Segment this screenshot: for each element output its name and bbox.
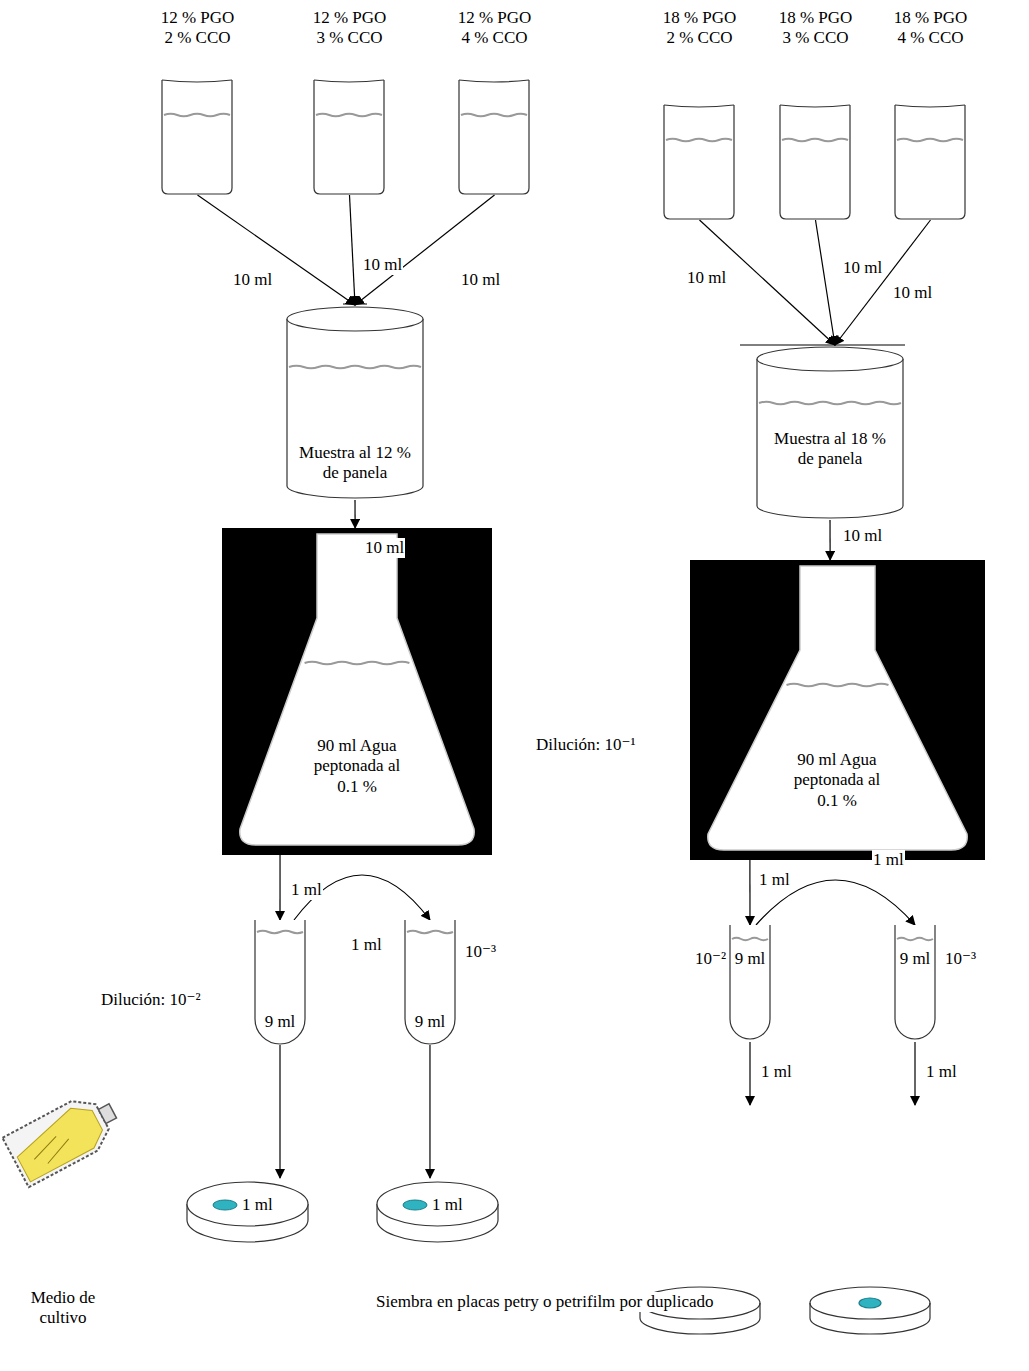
petri-dish: 1 ml [375,1178,500,1248]
node-outline [680,925,775,1040]
transfer-arrow [279,1045,280,1178]
node-text: 9 ml [255,1012,305,1032]
volume-label: 10 ml [364,538,405,558]
node-text: 18 % PGO 3 % CCO [776,8,855,49]
mixed-sample-beaker: Muestra al 12 % de panela [285,305,425,500]
node-text: 1 ml [242,1195,282,1215]
arrow [914,1042,915,1105]
node-text: 12 % PGO 4 % CCO [455,8,534,49]
dilution-tube: 9 ml 10⁻³ [890,925,990,1040]
petri-dish: 1 ml [185,1178,310,1248]
note-label: Dilución: 10⁻¹ [535,735,637,755]
node-text: 12 % PGO 3 % CCO [310,8,389,49]
node-outline [222,528,492,855]
node-text: 9 ml [895,949,935,969]
transfer-arrow [749,860,750,925]
node-outline [890,925,990,1040]
note-label: 1 ml [925,1062,958,1082]
transfer-arrow [829,520,830,560]
dilution-flask: 90 ml Agua peptonada al 0.1 % [690,560,985,860]
volume-label: 10 ml [232,270,273,290]
volume-label: 10 ml [892,283,933,303]
volume-label: 1 ml [350,935,383,955]
sample-beaker: 18 % PGO 2 % CCO [642,8,757,220]
arrow [749,1042,750,1105]
node-text: 12 % PGO 2 % CCO [158,8,237,49]
volume-label: 10 ml [686,268,727,288]
dilution-flask: 90 ml Agua peptonada al 0.1 % [222,528,492,855]
culture-medium-flask [2,1086,125,1187]
sample-beaker: 12 % PGO 2 % CCO [140,8,255,195]
node-outline [690,560,985,860]
note-label: 1 ml [760,1062,793,1082]
sample-beaker: 18 % PGO 4 % CCO [873,8,988,220]
volume-label: 10 ml [842,526,883,546]
node-text: 9 ml [405,1012,455,1032]
volume-label: 1 ml [290,880,323,900]
node-text: 10⁻³ [945,949,989,969]
volume-label: 10 ml [842,258,883,278]
transfer-arrow [198,195,356,305]
mixed-sample-beaker: Muestra al 18 % de panela [755,345,905,520]
node-text: 18 % PGO 4 % CCO [891,8,970,49]
node-text: 90 ml Agua peptonada al 0.1 % [302,736,412,797]
dilution-tube: 9 ml [245,920,315,1045]
dilution-tube: 9 ml 10⁻³ [395,920,505,1045]
transfer-arrow [429,1045,430,1178]
volume-label: 1 ml [758,870,791,890]
node-text: Muestra al 18 % de panela [770,429,890,470]
transfer-arrow [350,195,356,305]
caption: Siembra en placas petry o petrifilm por … [375,1292,715,1312]
sample-beaker: 12 % PGO 3 % CCO [292,8,407,195]
volume-label: 10 ml [460,270,501,290]
node-text: 90 ml Agua peptonada al 0.1 % [782,750,892,811]
transfer-arrow [816,220,835,345]
node-outline [395,920,505,1045]
sample-beaker: 18 % PGO 3 % CCO [758,8,873,220]
node-text: 9 ml [730,949,770,969]
note-label: Dilución: 10⁻² [100,990,202,1010]
volume-label: 1 ml [872,850,905,870]
node-text: Muestra al 12 % de panela [295,443,415,484]
volume-label: 10 ml [362,255,403,275]
transfer-arrow [279,855,280,920]
node-text: 10⁻³ [465,942,505,962]
dilution-tube: 10⁻²9 ml [680,925,775,1040]
petri-dish [810,1287,930,1334]
junction-bar [740,345,905,346]
node-text: 18 % PGO 2 % CCO [660,8,739,49]
note-label: Medio de cultivo [12,1288,114,1329]
sample-beaker: 12 % PGO 4 % CCO [437,8,552,195]
transfer-arrow [354,500,355,528]
node-text: 10⁻² [680,949,726,969]
node-text: 1 ml [432,1195,472,1215]
